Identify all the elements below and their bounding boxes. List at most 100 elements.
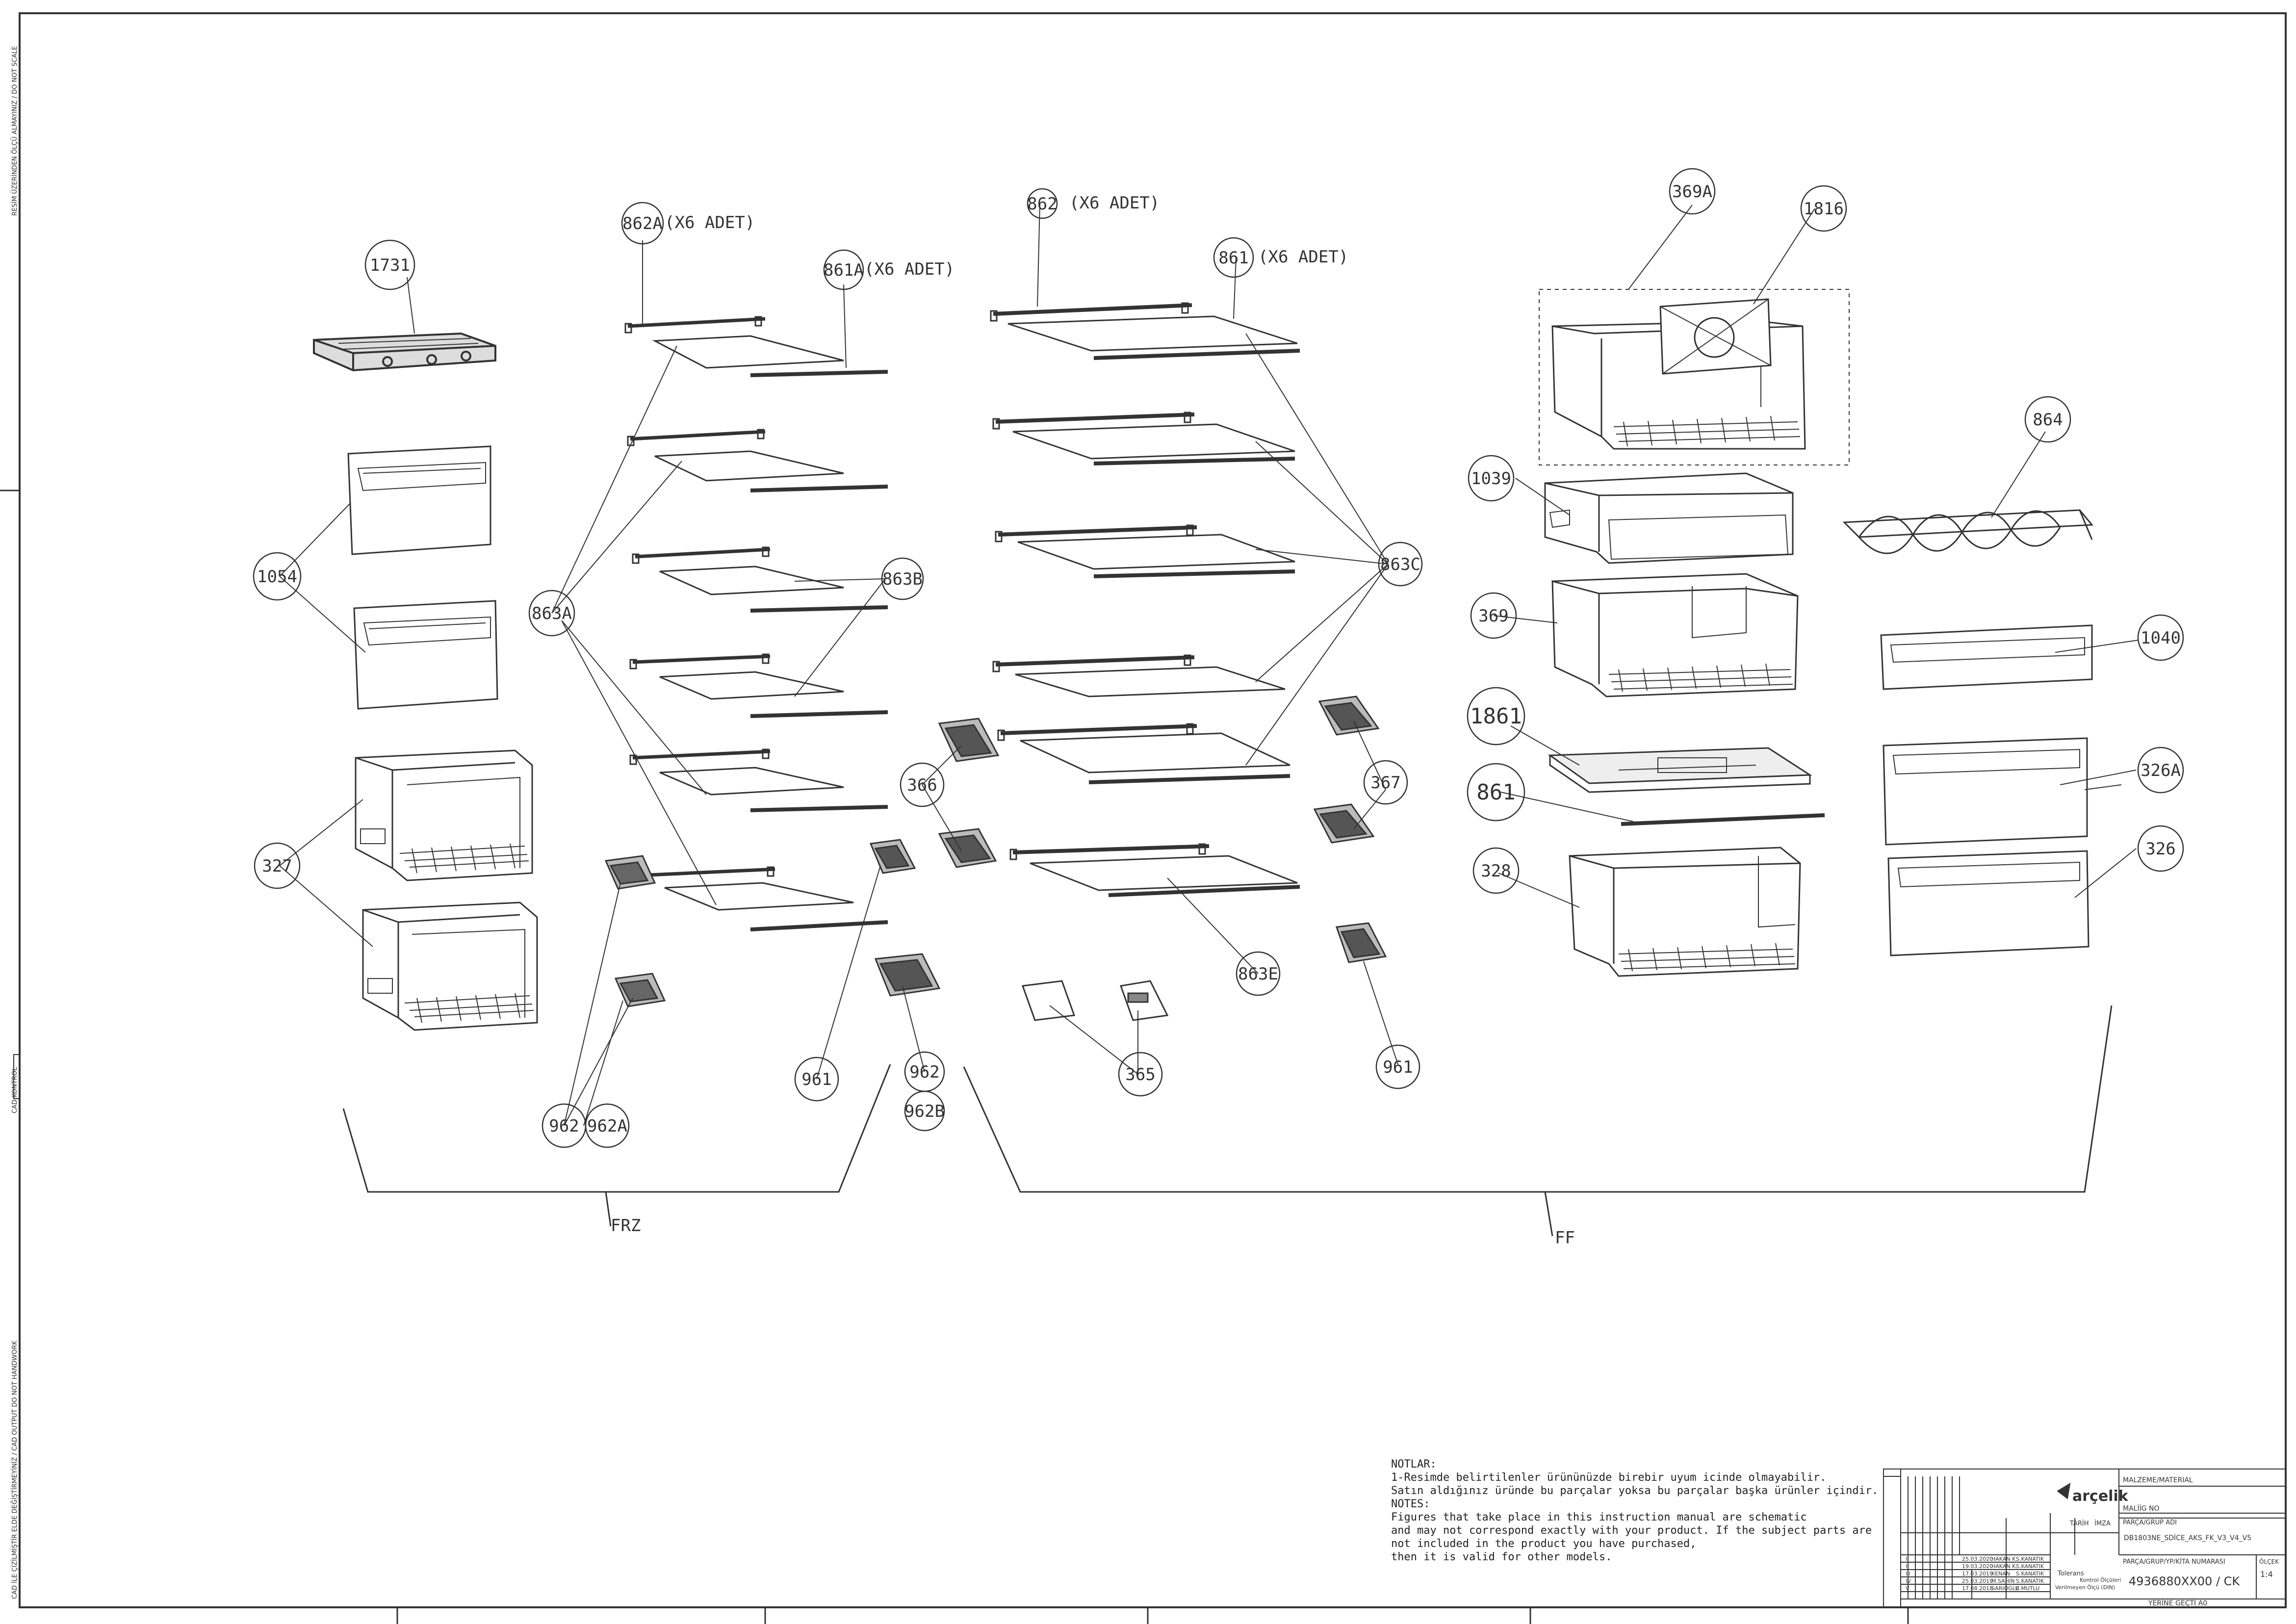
- svg-text:369: 369: [1478, 606, 1508, 626]
- sheet-frame: [0, 12, 2287, 1624]
- ff-shelf-4: [992, 654, 1286, 697]
- svg-text:862: 862: [1027, 194, 1057, 214]
- callout-328: 328: [1472, 847, 1520, 894]
- rev-5-date: 17.08.2018: [1962, 1585, 1993, 1592]
- svg-text:369A: 369A: [1672, 182, 1712, 202]
- notes-heading-tr: NOTLAR:: [1391, 1458, 1437, 1470]
- svg-text:861: 861: [1218, 248, 1248, 268]
- rev-2-date: 19.03.2020: [1962, 1563, 1993, 1570]
- svg-text:1816: 1816: [1804, 199, 1844, 219]
- svg-text:864: 864: [2033, 410, 2063, 430]
- svg-text:962: 962: [909, 1062, 939, 1082]
- ff-shelf-2: [992, 412, 1295, 465]
- rev-3-name: KENAN: [1991, 1571, 2010, 1577]
- ff-bottom-crisper: [1569, 847, 1801, 977]
- svg-text:861: 861: [1476, 780, 1515, 805]
- rev-4-date: 25.03.2019: [1962, 1578, 1993, 1584]
- freezer-shelf-1: [624, 316, 888, 377]
- sign-column-label: İMZA: [2094, 1520, 2111, 1527]
- scale-value: 1:4: [2260, 1570, 2273, 1579]
- callout-1731: 1731: [364, 239, 415, 290]
- ff-drawer-front-lower: [1887, 850, 2090, 956]
- callout-1040: 1040: [2137, 614, 2184, 661]
- ff-shelf-6: [1009, 843, 1300, 897]
- freezer-shelf-4: [629, 653, 888, 718]
- rev-5-name: SARIOGLU: [1991, 1585, 2019, 1592]
- callout-365: 365: [1118, 1052, 1163, 1097]
- wine-rack: [1842, 509, 2094, 554]
- svg-text:962: 962: [549, 1116, 579, 1136]
- ff-shelf-bracket-mid-lower: [874, 953, 941, 997]
- ref-no-label: MALİİG NO: [2123, 1504, 2160, 1513]
- notes-line-4: and may not correspond exactly with your…: [1391, 1524, 1872, 1537]
- callout-862: 862 (X6 ADET): [1027, 188, 1160, 219]
- rev-2-name: HAKAN K.: [1991, 1563, 2017, 1570]
- callout-863B: 863B: [881, 557, 924, 600]
- ff-shelf-5: [997, 723, 1290, 784]
- freezer-shelf-5: [629, 748, 888, 812]
- frz-group-bracket: [342, 1064, 891, 1227]
- freezer-basket-upper: [355, 749, 533, 881]
- callout-861A: 861A (X6 ADET): [823, 249, 955, 290]
- material-label: MALZEME/MATERIAL: [2123, 1476, 2193, 1484]
- notes-line-1: 1-Resimde belirtilenler ürününüzde bireb…: [1391, 1471, 1827, 1484]
- rev-5-by: E.MUTLU: [2016, 1585, 2039, 1592]
- freezer-drawer-front-lower: [353, 600, 498, 710]
- svg-text:863B: 863B: [882, 569, 923, 589]
- ff-shelf-bracket-right-1: [1318, 696, 1380, 736]
- callout-961-right: 961: [1375, 1044, 1420, 1089]
- callout-962A: 962A: [585, 1103, 630, 1148]
- svg-text:326: 326: [2145, 839, 2175, 859]
- side-text-middle: CAD KONTROL: [11, 1067, 19, 1113]
- callout-861-right: 861: [1467, 763, 1525, 822]
- ff-group-bracket: [963, 1005, 2113, 1237]
- callout-326: 326: [2137, 825, 2184, 872]
- svg-text:1861: 1861: [1470, 704, 1522, 729]
- svg-text:862A: 862A: [622, 214, 663, 233]
- svg-text:861A: 861A: [824, 260, 864, 280]
- rev-4: IV: [1906, 1578, 1911, 1584]
- svg-text:326A: 326A: [2141, 761, 2181, 780]
- rev-3-by: S.KANATIK: [2016, 1571, 2044, 1577]
- part-number-label: PARÇA/GRUP/YP/KİTA NUMARASI: [2123, 1558, 2225, 1566]
- svg-text:365: 365: [1125, 1065, 1155, 1084]
- svg-text:961: 961: [1383, 1057, 1413, 1077]
- callout-861: 861 (X6 ADET): [1213, 237, 1348, 278]
- callout-863E: 863E: [1236, 951, 1281, 996]
- ff-drawer-front-small: [1880, 624, 2093, 690]
- callout-1816: 1816: [1800, 185, 1847, 232]
- svg-text:961: 961: [801, 1070, 831, 1089]
- part-group-value: DB1803NE_SDİCE_AKS_FK_V3_V4_V5: [2124, 1533, 2251, 1542]
- rev-1: I: [1906, 1556, 1907, 1562]
- callout-862A: 862A (X6 ADET): [621, 202, 755, 245]
- notes-block: NOTLAR: 1-Resimde belirtilenler ürününüz…: [1391, 1458, 1879, 1564]
- part-group-label: PARÇA/GRUP ADI: [2123, 1519, 2177, 1526]
- freezer-shelf-3: [632, 546, 888, 613]
- svg-text:1731: 1731: [370, 256, 410, 275]
- freezer-shelf-bracket-upper: [604, 855, 656, 890]
- svg-text:(X6 ADET): (X6 ADET): [1069, 193, 1160, 213]
- rev-4-name: M.SAHIN: [1991, 1578, 2014, 1584]
- svg-text:863C: 863C: [1380, 555, 1420, 574]
- dairy-drawer: [1544, 472, 1794, 564]
- crisper-cover-panel: [1548, 747, 1812, 793]
- ff-shelf-bracket-right-3: [1335, 922, 1387, 963]
- svg-text:863A: 863A: [532, 604, 572, 623]
- svg-text:327: 327: [262, 856, 292, 876]
- freezer-shelf-2: [627, 429, 888, 492]
- callout-369: 369: [1470, 592, 1517, 639]
- revision-rows: I 25.03.2020 HAKAN K. S.KANATIK II 19.03…: [1906, 1556, 2044, 1592]
- date-column-label: TARİH: [2069, 1520, 2089, 1527]
- callout-1861: 1861: [1467, 687, 1525, 746]
- ice-tray-part: [313, 332, 496, 372]
- freezer-shelf-bracket-lower: [614, 973, 666, 1007]
- svg-text:(X6 ADET): (X6 ADET): [864, 259, 955, 279]
- bracket-cover-clip: [1119, 980, 1169, 1021]
- svg-text:962B: 962B: [904, 1102, 945, 1121]
- callout-326A: 326A: [2137, 747, 2184, 794]
- ff-shelf-bracket-right-2: [1313, 803, 1375, 844]
- svg-text:1054: 1054: [257, 567, 297, 587]
- callout-367: 367: [1363, 760, 1408, 805]
- ff-shelf-bracket-left-upper: [938, 718, 1000, 762]
- notes-line-2: Satın aldığınız üründe bu parçalar yoksa…: [1391, 1485, 1879, 1497]
